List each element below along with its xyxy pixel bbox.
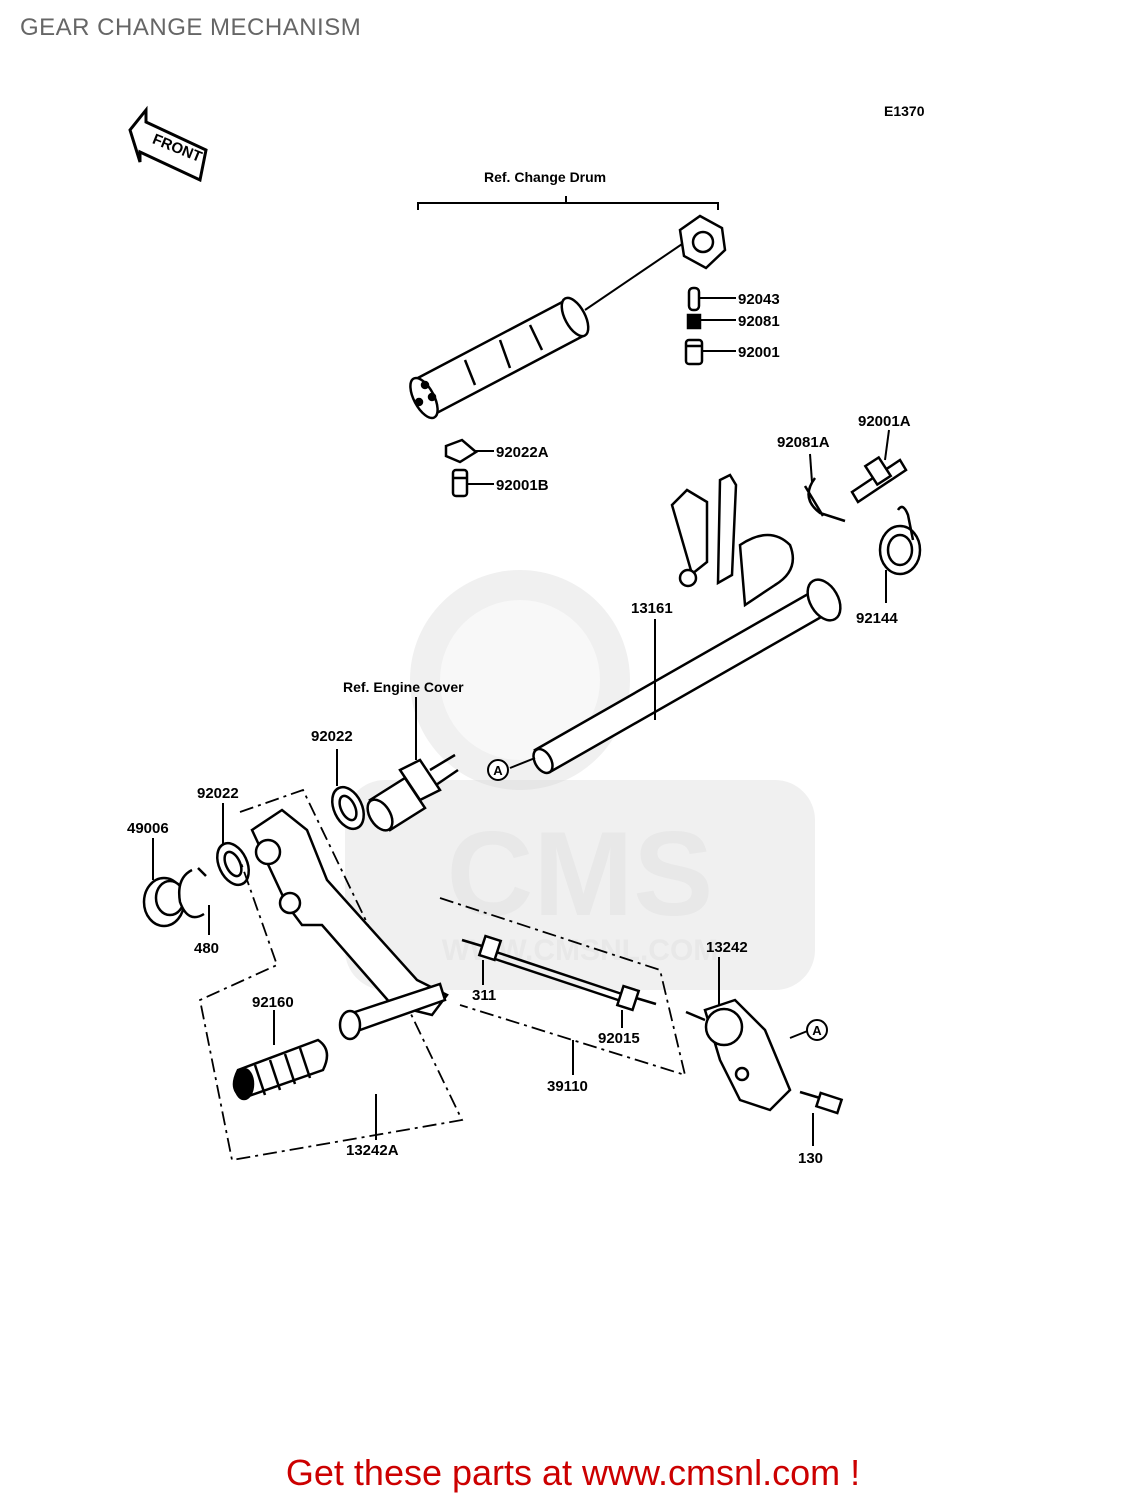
change-drum (409, 214, 727, 420)
part-number-label: 49006 (127, 820, 169, 837)
part-number-label: 311 (472, 987, 496, 1004)
part-number-label: 92001A (858, 413, 911, 430)
shift-lever (685, 998, 844, 1115)
part-number-label: 92015 (598, 1030, 640, 1047)
part-number-label: 92022 (311, 728, 353, 745)
figure-code: E1370 (884, 103, 925, 119)
pivot-bolt (366, 753, 459, 832)
tie-rod-frame (439, 897, 687, 1077)
return-springs (803, 455, 922, 576)
promo-banner: Get these parts at www.cmsnl.com ! (0, 1452, 1146, 1494)
ref-engine-cover-label: Ref. Engine Cover (343, 679, 464, 695)
part-number-label: 92022 (197, 785, 239, 802)
part-number-label: 92144 (856, 610, 898, 627)
part-number-label: 92081 (738, 313, 780, 330)
part-number-label: 13242 (706, 939, 748, 956)
part-number-label: 130 (798, 1150, 823, 1167)
part-number-label: 92043 (738, 291, 780, 308)
promo-link[interactable]: Get these parts at www.cmsnl.com ! (285, 1452, 861, 1493)
shift-shaft (532, 473, 842, 775)
part-number-label: 92081A (777, 434, 830, 451)
watermark-logo-text: CMS (447, 807, 714, 941)
callout-a-2: A (806, 1019, 828, 1041)
pedal-assembly-frame (198, 788, 464, 1162)
part-number-label: 92001 (738, 344, 780, 361)
pedal-rubber (232, 1038, 329, 1101)
part-number-label: 92001B (496, 477, 549, 494)
callout-a-1-label: A (493, 763, 503, 778)
tie-rod (461, 934, 657, 1012)
change-drum-bracket (417, 196, 719, 210)
cap-and-circlip (142, 867, 207, 928)
part-number-label: 480 (194, 940, 219, 957)
page-title: GEAR CHANGE MECHANISM (20, 14, 362, 41)
detent-parts (684, 286, 704, 366)
part-number-label: 13242A (346, 1142, 399, 1159)
ref-change-drum-label: Ref. Change Drum (484, 169, 606, 185)
front-direction-arrow: FRONT (128, 105, 208, 183)
washers (216, 785, 365, 887)
drum-fasteners (444, 438, 479, 498)
shift-pedal (250, 808, 449, 1041)
part-number-label: 39110 (547, 1078, 588, 1095)
callout-a-2-label: A (812, 1023, 822, 1038)
part-number-label: 92022A (496, 444, 549, 461)
part-number-label: 92160 (252, 994, 294, 1011)
part-number-label: 13161 (631, 600, 673, 617)
leader-lines (152, 297, 890, 1146)
callout-a-1: A (487, 759, 509, 781)
